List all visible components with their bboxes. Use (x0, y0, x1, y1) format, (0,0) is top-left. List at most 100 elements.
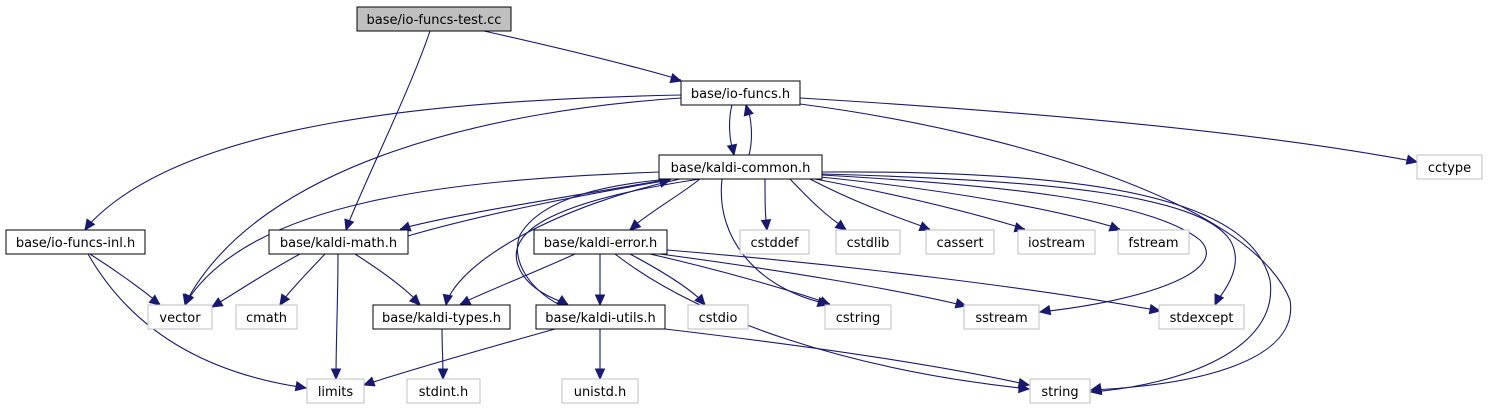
node-cctype: cctype (1416, 154, 1483, 180)
node-label: base/kaldi-utils.h (545, 311, 656, 326)
node-kaldi-math-h[interactable]: base/kaldi-math.h (268, 229, 409, 255)
node-string: string (1029, 378, 1091, 404)
node-label: cstdlib (847, 236, 890, 251)
node-stdexcept: stdexcept (1158, 304, 1245, 330)
edge-kaldi-math-to-kaldi-common (407, 179, 671, 237)
arrowhead-io-funcs-to-kaldi-common (726, 143, 738, 157)
arrowhead-kaldi-error-to-stdexcept (1148, 303, 1162, 315)
edge-io-funcs-to-cctype (799, 97, 1418, 163)
edge-kaldi-common-to-string (821, 171, 1272, 393)
arrowhead-kaldi-error-to-kaldi-types (458, 295, 472, 306)
node-cmath: cmath (235, 304, 298, 330)
graph-nodes: base/io-funcs-test.cc base/io-funcs.h ba… (5, 6, 1483, 404)
arrowhead-kaldi-common-to-vector (184, 293, 195, 307)
arrowhead-io-funcs-to-io-funcs-inl (84, 218, 96, 231)
arrowhead-kaldi-common-to-cstddef (760, 219, 772, 232)
edge-kaldi-error-to-kaldi-types (459, 253, 576, 305)
arrowhead-kaldi-utils-to-string (1017, 377, 1031, 389)
edge-kaldi-common-to-iostream (814, 178, 1026, 230)
node-kaldi-common-h[interactable]: base/kaldi-common.h (658, 154, 823, 180)
node-kaldi-types-h[interactable]: base/kaldi-types.h (372, 304, 511, 330)
node-label: cmath (246, 311, 287, 326)
node-limits: limits (306, 378, 365, 404)
edge-io-funcs-to-string (799, 103, 1292, 391)
edge-kaldi-error-to-cstdio (629, 253, 706, 305)
node-label: base/io-funcs-test.cc (367, 13, 502, 28)
node-label: cstddef (750, 236, 799, 251)
edge-kaldi-math-to-limits (335, 253, 339, 379)
edge-kaldi-math-to-vector (211, 253, 301, 308)
edge-io-funcs-to-vector (184, 97, 682, 305)
node-io-funcs-test-cc[interactable]: base/io-funcs-test.cc (356, 6, 512, 32)
arrowhead-kaldi-math-to-kaldi-types (408, 293, 421, 306)
node-iostream: iostream (1017, 229, 1096, 255)
edge-io-funcs-to-io-funcs-inl (84, 94, 682, 230)
edge-kaldi-common-to-vector (184, 171, 660, 305)
node-label: vector (159, 311, 201, 326)
node-stdint-h: stdint.h (406, 378, 481, 404)
arrowhead-kaldi-common-to-stdexcept (1214, 293, 1225, 307)
node-kaldi-error-h[interactable]: base/kaldi-error.h (533, 229, 668, 255)
arrowhead-kaldi-math-to-vector (210, 297, 224, 308)
arrowhead-test-to-io-funcs (669, 73, 683, 84)
node-io-funcs-h[interactable]: base/io-funcs.h (680, 80, 801, 106)
edge-kaldi-utils-to-limits (363, 328, 556, 386)
arrowhead-kaldi-common-to-sstream (1038, 304, 1052, 316)
arrowhead-kaldi-common-to-cstdlib (834, 219, 847, 231)
edge-test-to-kaldi-math (345, 30, 431, 230)
node-label: cassert (936, 236, 983, 251)
node-label: cstring (836, 311, 880, 326)
node-kaldi-utils-h[interactable]: base/kaldi-utils.h (535, 304, 666, 330)
arrowhead-io-funcs-inl-to-vector (148, 294, 161, 306)
arrowhead-kaldi-error-to-cstdio (694, 293, 706, 306)
node-label: cstdio (699, 311, 738, 326)
edge-kaldi-common-to-kaldi-math (399, 178, 671, 230)
edge-kaldi-math-to-kaldi-types (354, 253, 421, 305)
node-label: base/kaldi-error.h (544, 236, 657, 251)
node-label: sstream (975, 311, 1027, 326)
node-unistd-h: unistd.h (561, 378, 639, 404)
node-io-funcs-inl-h[interactable]: base/io-funcs-inl.h (5, 229, 146, 255)
edge-kaldi-common-to-cassert (809, 178, 931, 230)
node-cstdlib: cstdlib (835, 229, 901, 255)
arrowhead-kaldi-common-to-io-funcs (743, 103, 754, 117)
arrowhead-kaldi-math-to-cmath (279, 293, 291, 307)
edge-kaldi-common-to-kaldi-error (629, 178, 701, 230)
edge-kaldi-common-to-cstring (720, 178, 829, 305)
arrowhead-kaldi-math-to-limits (330, 368, 342, 381)
arrowhead-io-funcs-to-cctype (1405, 154, 1419, 165)
edge-kaldi-error-to-cstring (649, 253, 831, 305)
arrowhead-kaldi-common-to-kaldi-types (442, 293, 454, 307)
node-label: base/kaldi-common.h (671, 161, 811, 176)
arrowhead-kaldi-utils-to-limits (362, 376, 376, 387)
edge-kaldi-common-to-sstream (821, 174, 1207, 313)
node-label: stdint.h (419, 385, 468, 400)
node-cassert: cassert (925, 229, 995, 255)
node-label: fstream (1128, 236, 1178, 251)
node-label: cctype (1428, 161, 1471, 176)
node-label: string (1041, 385, 1078, 400)
arrowhead-kaldi-types-to-stdint (437, 368, 449, 381)
arrowhead-kaldi-common-to-kaldi-error (629, 219, 642, 231)
node-vector: vector (147, 304, 213, 330)
arrowhead-kaldi-common-to-cassert (918, 221, 932, 231)
node-cstdio: cstdio (687, 304, 749, 330)
edge-io-funcs-inl-to-vector (89, 253, 161, 305)
arrowhead-kaldi-error-to-sstream (954, 298, 968, 309)
edge-kaldi-error-to-sstream (659, 253, 967, 307)
arrowhead-kaldi-common-to-string (1089, 384, 1103, 396)
edge-kaldi-error-to-stdexcept (666, 249, 1161, 312)
edge-kaldi-common-to-cstdlib (789, 178, 847, 230)
edge-kaldi-utils-to-kaldi-common (516, 178, 671, 306)
edge-kaldi-common-to-fstream (819, 176, 1121, 230)
arrowhead-kaldi-common-to-kaldi-utils (556, 294, 570, 306)
node-cstddef: cstddef (739, 229, 810, 255)
arrowhead-io-funcs-inl-to-limits (294, 380, 308, 392)
graph-edges (84, 30, 1419, 396)
arrowhead-kaldi-utils-to-unistd (594, 368, 606, 381)
node-label: stdexcept (1170, 311, 1234, 326)
node-label: base/kaldi-types.h (382, 311, 501, 326)
node-label: base/io-funcs.h (691, 87, 790, 102)
node-label: limits (318, 385, 354, 400)
